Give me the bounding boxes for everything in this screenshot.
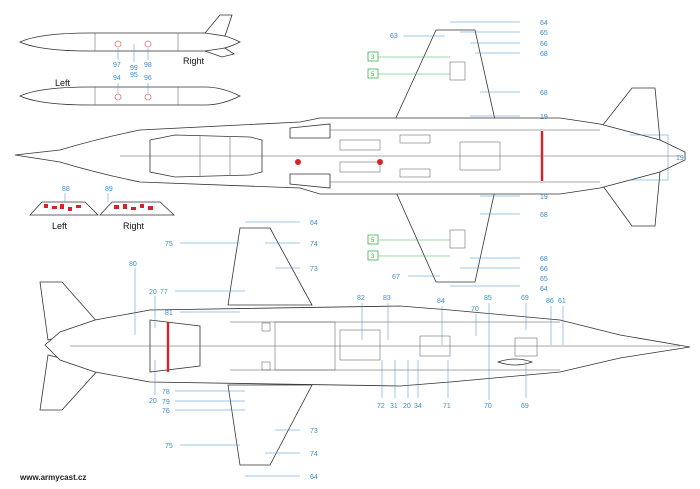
- callout-label: 20: [403, 403, 411, 410]
- callout-label: 69: [521, 403, 529, 410]
- callout-label: 20: [149, 289, 157, 296]
- callout-label: 86: [546, 298, 554, 305]
- callout-label: 64: [310, 474, 318, 481]
- pylon-right: [99, 193, 176, 216]
- right-tank-caption: Right: [183, 56, 205, 66]
- drop-tank-left: [19, 83, 241, 106]
- callout-label: 66: [540, 41, 548, 48]
- callout-label: 68: [540, 90, 548, 97]
- callout-label: 64: [310, 220, 318, 227]
- callout-label: 82: [357, 295, 365, 302]
- callout-label: 72: [377, 403, 385, 410]
- callout-label: 64: [540, 286, 548, 293]
- stencil-box: [367, 51, 379, 62]
- callout-label: 75: [165, 241, 173, 248]
- callout-label: 79: [162, 399, 170, 406]
- callout-label: 34: [414, 403, 422, 410]
- callout-label: 81: [165, 310, 173, 317]
- pylon-left-label: 88: [62, 186, 70, 193]
- stencil-label: 5: [371, 72, 375, 78]
- bottom-view-leaders: [134, 221, 564, 477]
- aircraft-bottom-view: [39, 227, 691, 466]
- left-tank-caption: Left: [55, 78, 71, 88]
- callout-label: 61: [558, 298, 566, 305]
- aircraft-top-view: [14, 29, 686, 283]
- callout-label: 98: [144, 62, 152, 69]
- callout-label: 94: [113, 75, 121, 82]
- callout-label: 68: [540, 256, 548, 263]
- stencil-box: [367, 234, 379, 245]
- callout-label: 19: [540, 114, 548, 121]
- callout-label: 84: [437, 298, 445, 305]
- callout-label: 85: [484, 295, 492, 302]
- callout-label: 64: [540, 20, 548, 27]
- pylon-left-caption: Left: [52, 221, 68, 231]
- callout-label: 80: [129, 261, 137, 268]
- stencil-label: 5: [371, 238, 375, 244]
- top-view-leaders: [378, 21, 669, 287]
- callout-label: 68: [540, 212, 548, 219]
- stencil-box: [367, 250, 379, 261]
- drop-tank-right: [19, 14, 241, 62]
- callout-label: 19: [540, 194, 548, 201]
- callout-label: 31: [390, 403, 398, 410]
- callout-label: 71: [443, 403, 451, 410]
- callout-label: 96: [144, 75, 152, 82]
- callout-label: 83: [383, 295, 391, 302]
- pylon-right-caption: Right: [123, 221, 145, 231]
- stencil-label: 3: [371, 254, 375, 260]
- callout-label: 67: [392, 274, 400, 281]
- callout-label: 74: [310, 451, 318, 458]
- callout-label: 73: [310, 428, 318, 435]
- callout-label: 77: [160, 289, 168, 296]
- callout-label: 68: [540, 51, 548, 58]
- callout-label: 76: [162, 408, 170, 415]
- callout-label: 73: [310, 266, 318, 273]
- callout-label: 95: [130, 72, 138, 79]
- callout-label: 99: [130, 65, 138, 72]
- pylon-left: [29, 193, 99, 216]
- callout-label: 70: [484, 403, 492, 410]
- callout-label: 65: [540, 276, 548, 283]
- stencil-box: [367, 68, 379, 79]
- callout-label: 74: [310, 241, 318, 248]
- callout-label: 78: [162, 389, 170, 396]
- watermark: www.armycast.cz: [19, 473, 86, 482]
- callout-label: 20: [149, 398, 157, 405]
- callout-label: 19: [676, 155, 684, 162]
- callout-label: 63: [390, 33, 398, 40]
- callout-label: 69: [521, 295, 529, 302]
- callout-label: 97: [113, 62, 121, 69]
- callout-label: 65: [540, 30, 548, 37]
- stencil-label: 3: [371, 55, 375, 61]
- callout-label: 75: [165, 443, 173, 450]
- callout-label: 66: [540, 266, 548, 273]
- callout-label: 70: [471, 306, 479, 313]
- pylon-right-label: 89: [105, 186, 113, 193]
